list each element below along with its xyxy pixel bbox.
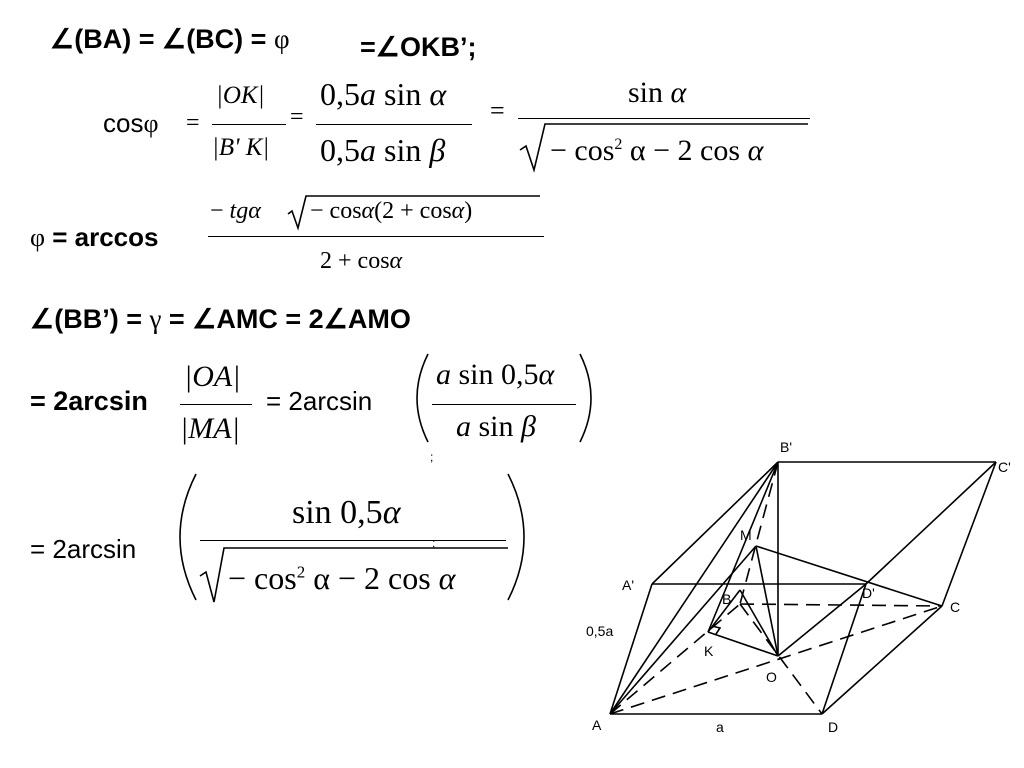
semicolon: ; (432, 536, 436, 550)
segment-ko (707, 631, 779, 657)
segment-bo (739, 589, 779, 657)
vertex-label-m: M (740, 527, 752, 543)
segment-b1k (707, 461, 779, 633)
edge-label-a: a (716, 719, 724, 735)
arccos-radicand: − cosα(2 + cosα) (310, 198, 473, 224)
arcsin-label: = 2arcsin (30, 534, 137, 564)
fraction-ok-numerator: |OK| (216, 82, 265, 109)
segment-mc (755, 545, 943, 607)
fraction-bar (316, 124, 472, 125)
cos-phi-label: cosφ (103, 108, 159, 138)
hidden-edge-ab (609, 603, 741, 715)
equals-sign: = (186, 110, 200, 136)
vertex-label-b1: B' (780, 439, 792, 455)
fraction-bar (208, 236, 544, 237)
arccos-numerator: − tgα (210, 198, 261, 224)
edge-a1b1 (651, 461, 779, 585)
fraction-bar (432, 404, 576, 405)
angle-equality-line: ∠(BA) = ∠(BC) = φ (50, 24, 290, 54)
phi-arccos-label: φ = arccos (30, 222, 159, 252)
edge-c1c (941, 461, 997, 607)
arcsin-label: = 2arcsin (266, 386, 373, 416)
angle-symbol: ∠ (50, 24, 75, 54)
edge-label-half-a: 0,5a (586, 623, 613, 639)
edge-aa1 (609, 583, 653, 715)
hidden-diagonal-bd (739, 603, 823, 715)
semicolon: ; (430, 450, 434, 464)
arccos-denominator: 2 + cosα (320, 248, 403, 274)
equals-sign: = (290, 104, 304, 130)
fraction-oa-numerator: |OA| (184, 360, 241, 393)
segment-od1 (777, 583, 867, 657)
edge-d1c1 (865, 461, 997, 585)
angle-symbol: ∠ (161, 24, 187, 54)
paren-denominator: a sin β (456, 410, 536, 443)
arcsin-label: = 2arcsin (30, 386, 148, 416)
segment-mo (755, 545, 779, 657)
big-fraction-numerator: sin 0,5α (292, 494, 401, 531)
vertex-label-a: A (592, 717, 602, 733)
paren-numerator: a sin 0,5α (436, 358, 555, 391)
vertex-label-d1: D' (862, 585, 875, 601)
vertex-label-c1: C' (998, 459, 1011, 475)
vertex-label-c: C (950, 599, 960, 615)
fraction-bar (180, 404, 252, 405)
edge-dc (821, 605, 943, 715)
right-angle-mark (711, 625, 722, 635)
hidden-edge-b1b (739, 461, 779, 605)
equals-sign: = (490, 96, 505, 125)
fraction-ma-denominator: |MA| (180, 412, 240, 445)
segment-am (609, 545, 757, 715)
fraction-bar (518, 118, 810, 119)
hidden-diagonal-ac (609, 605, 943, 715)
vertex-label-k: K (704, 643, 714, 659)
vertex-label-a1: A' (622, 577, 634, 593)
big-radicand: − cos2 α − 2 cos α (228, 560, 456, 596)
bb-angle-line: ∠(BB’) = γ = ∠AMC = 2∠AMO (30, 304, 411, 334)
vertex-label-d: D (828, 719, 838, 735)
vertex-label-b: B (722, 591, 731, 607)
hidden-edge-bc (739, 603, 943, 607)
segment-kb (707, 589, 741, 633)
fraction-sin-alpha-numerator: 0,5a sin α (320, 76, 447, 112)
fraction-sin-alpha-numerator: sin α (628, 76, 687, 109)
fraction-bk-denominator: |B' K| (212, 134, 270, 161)
fraction-sin-beta-denominator: 0,5a sin β (320, 132, 446, 168)
fraction-bar (212, 124, 286, 125)
fraction-bar (200, 540, 506, 541)
vertex-label-o: O (766, 669, 777, 685)
radicand-cos-squared: − cos2 α − 2 cos α (550, 134, 764, 167)
segment-ab1 (609, 461, 779, 715)
okb-angle: =∠OKB’; (360, 32, 477, 62)
